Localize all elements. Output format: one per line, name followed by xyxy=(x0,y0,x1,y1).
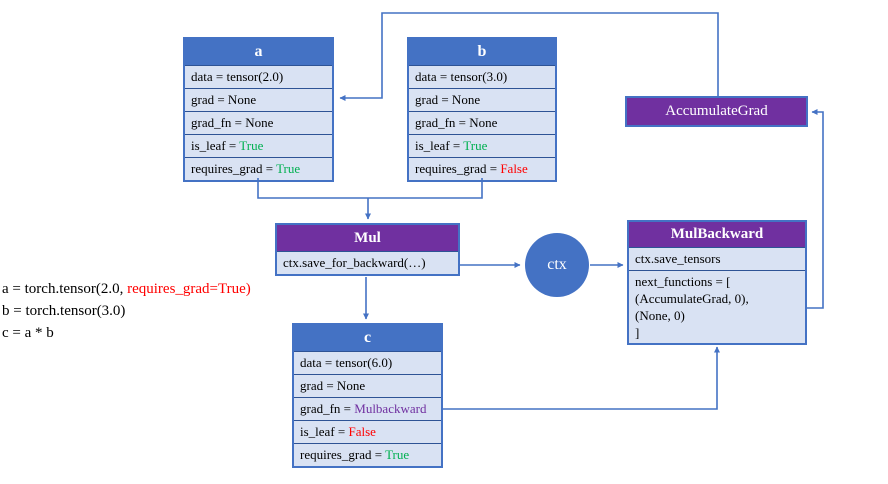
table-b-title: b xyxy=(409,39,555,66)
mulbackward-box: MulBackward ctx.save_tensors next_functi… xyxy=(627,220,807,345)
mulbackward-save-tensors-row: ctx.save_tensors xyxy=(629,248,805,271)
table-row: data = tensor(3.0) xyxy=(409,66,555,89)
table-row: grad = None xyxy=(409,89,555,112)
table-row: is_leaf = True xyxy=(185,135,332,158)
code-requires-grad-highlight: requires_grad=True) xyxy=(127,281,251,297)
table-row: requires_grad = True xyxy=(185,158,332,180)
table-c-title: c xyxy=(294,325,441,352)
table-a-title: a xyxy=(185,39,332,66)
code-line-b: b = torch.tensor(3.0) xyxy=(2,303,126,319)
code-snippet: a = torch.tensor(2.0, requires_grad=True… xyxy=(2,278,251,344)
mulbackward-title: MulBackward xyxy=(629,222,805,248)
table-row: is_leaf = False xyxy=(294,421,441,444)
accumulategrad-label: AccumulateGrad xyxy=(665,103,768,119)
wire-c-gradfn-to-mulbackward xyxy=(443,346,720,410)
mul-function-box: Mul ctx.save_for_backward(…) xyxy=(275,223,460,276)
table-row: grad_fn = None xyxy=(409,112,555,135)
table-row: grad = None xyxy=(185,89,332,112)
ctx-label: ctx xyxy=(547,256,567,273)
wire-mulbackward-to-accumulategrad xyxy=(807,109,824,309)
tensor-table-a: a data = tensor(2.0) grad = None grad_fn… xyxy=(183,37,334,182)
mul-save-for-backward-row: ctx.save_for_backward(…) xyxy=(277,252,458,274)
accumulategrad-box: AccumulateGrad xyxy=(625,96,808,127)
table-row: requires_grad = False xyxy=(409,158,555,180)
table-row: data = tensor(2.0) xyxy=(185,66,332,89)
mul-title: Mul xyxy=(277,225,458,252)
ctx-circle: ctx xyxy=(525,233,589,297)
mulbackward-next-functions-row: next_functions = [ (AccumulateGrad, 0), … xyxy=(629,271,805,343)
code-line-a: a = torch.tensor(2.0, requires_grad=True… xyxy=(2,281,251,297)
tensor-table-c: c data = tensor(6.0) grad = None grad_fn… xyxy=(292,323,443,468)
table-row: grad_fn = Mulbackward xyxy=(294,398,441,421)
table-row: is_leaf = True xyxy=(409,135,555,158)
code-line-c: c = a * b xyxy=(2,325,54,341)
table-row: requires_grad = True xyxy=(294,444,441,466)
tensor-table-b: b data = tensor(3.0) grad = None grad_fn… xyxy=(407,37,557,182)
table-row: grad_fn = None xyxy=(185,112,332,135)
table-row: grad = None xyxy=(294,375,441,398)
table-row: data = tensor(6.0) xyxy=(294,352,441,375)
